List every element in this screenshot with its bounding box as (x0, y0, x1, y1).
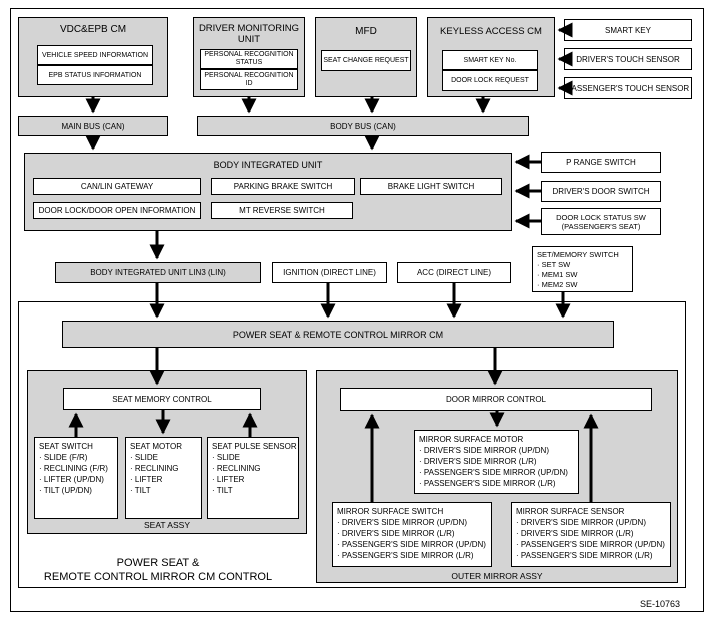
mirror-switch-item-3: · PASSENGER'S SIDE MIRROR (UP/DN) (337, 540, 486, 549)
mirror-motor-item-1: · DRIVER'S SIDE MIRROR (UP/DN) (419, 446, 549, 455)
set-sw: · SET SW (537, 260, 571, 269)
mirror-motor-title: MIRROR SURFACE MOTOR (419, 435, 524, 444)
mirror-surface-motor: MIRROR SURFACE MOTOR · DRIVER'S SIDE MIR… (414, 430, 579, 494)
ignition-direct-line: IGNITION (DIRECT LINE) (272, 262, 387, 283)
system-label-line-1: POWER SEAT & (116, 557, 200, 569)
mirror-surface-switch: MIRROR SURFACE SWITCH · DRIVER'S SIDE MI… (332, 502, 492, 567)
seat-pulse-slide: · SLIDE (212, 453, 241, 462)
mirror-switch-item-2: · DRIVER'S SIDE MIRROR (L/R) (337, 529, 455, 538)
vdc-epb-cm: VDC&EPB CM VEHICLE SPEED INFORMATION EPB… (18, 17, 168, 97)
seat-pulse-lifter: · LIFTER (212, 475, 245, 484)
figure-id: SE-10763 (640, 599, 681, 609)
mirror-motor-item-2: · DRIVER'S SIDE MIRROR (L/R) (419, 457, 537, 466)
seat-switch-slide: · SLIDE (F/R) (39, 453, 88, 462)
epb-status-info: EPB STATUS INFORMATION (37, 65, 153, 85)
seat-switch-tilt: · TILT (UP/DN) (39, 486, 92, 495)
brake-light-switch: BRAKE LIGHT SWITCH (360, 178, 502, 195)
seat-switch-reclining: · RECLINING (F/R) (39, 464, 108, 473)
can-lin-gateway: CAN/LIN GATEWAY (33, 178, 201, 195)
mirror-switch-title: MIRROR SURFACE SWITCH (337, 507, 444, 516)
biu-lin3: BODY INTEGRATED UNIT LIN3 (LIN) (55, 262, 261, 283)
diagram-frame (10, 8, 704, 612)
vdc-epb-title: VDC&EPB CM (59, 24, 127, 35)
mirror-switch-item-1: · DRIVER'S SIDE MIRROR (UP/DN) (337, 518, 467, 527)
seat-pulse-sensor: SEAT PULSE SENSOR · SLIDE · RECLINING · … (207, 437, 299, 519)
door-lock-request: DOOR LOCK REQUEST (442, 70, 538, 91)
power-seat-remote-mirror-cm: POWER SEAT & REMOTE CONTROL MIRROR CM (62, 321, 614, 348)
seat-switch-lifter: · LIFTER (UP/DN) (39, 475, 104, 484)
mirror-motor-item-3: · PASSENGER'S SIDE MIRROR (UP/DN) (419, 468, 568, 477)
driver-monitoring-unit: DRIVER MONITORING UNIT PERSONAL RECOGNIT… (193, 17, 305, 97)
biu-title: BODY INTEGRATED UNIT (213, 160, 323, 170)
passengers-touch-sensor: PASSENGER'S TOUCH SENSOR (564, 77, 692, 99)
smart-key-no: SMART KEY No. (442, 50, 538, 70)
main-bus: MAIN BUS (CAN) (18, 116, 168, 136)
mfd-title: MFD (355, 26, 377, 37)
seat-motor-slide: · SLIDE (130, 453, 159, 462)
seat-motor-lifter: · LIFTER (130, 475, 163, 484)
mirror-switch-item-4: · PASSENGER'S SIDE MIRROR (L/R) (337, 551, 474, 560)
door-lock-status-sw-label: DOOR LOCK STATUS SW (PASSENGER'S SEAT) (556, 212, 646, 231)
set-memory-title: SET/MEMORY SWITCH (537, 250, 619, 259)
personal-recognition-id: PERSONAL RECOGNITION ID (200, 69, 298, 90)
mirror-sensor-title: MIRROR SURFACE SENSOR (516, 507, 625, 516)
dmu-title: DRIVER MONITORING UNIT (198, 23, 300, 45)
mirror-sensor-item-3: · PASSENGER'S SIDE MIRROR (UP/DN) (516, 540, 665, 549)
vehicle-speed-info: VEHICLE SPEED INFORMATION (37, 45, 153, 65)
p-range-switch: P RANGE SWITCH (541, 152, 661, 173)
outer-mirror-assy-label: OUTER MIRROR ASSY (451, 571, 543, 581)
keyless-title: KEYLESS ACCESS CM (440, 26, 542, 37)
set-memory-switch: SET/MEMORY SWITCH · SET SW · MEM1 SW · M… (532, 246, 633, 292)
mfd: MFD SEAT CHANGE REQUEST (315, 17, 417, 97)
seat-memory-control: SEAT MEMORY CONTROL (63, 388, 261, 410)
mirror-surface-sensor: MIRROR SURFACE SENSOR · DRIVER'S SIDE MI… (511, 502, 671, 567)
system-label-line-2: REMOTE CONTROL MIRROR CM CONTROL (43, 571, 273, 583)
door-mirror-control: DOOR MIRROR CONTROL (340, 388, 652, 411)
mirror-sensor-item-1: · DRIVER'S SIDE MIRROR (UP/DN) (516, 518, 646, 527)
seat-motor-reclining: · RECLINING (130, 464, 179, 473)
drivers-touch-sensor: DRIVER'S TOUCH SENSOR (564, 48, 692, 70)
mirror-sensor-item-2: · DRIVER'S SIDE MIRROR (L/R) (516, 529, 634, 538)
seat-pulse-reclining: · RECLINING (212, 464, 261, 473)
acc-direct-line: ACC (DIRECT LINE) (397, 262, 511, 283)
seat-assy-label: SEAT ASSY (144, 520, 190, 530)
mem1-sw: · MEM1 SW (537, 270, 578, 279)
parking-brake-switch: PARKING BRAKE SWITCH (211, 178, 355, 195)
seat-motor-tilt: · TILT (130, 486, 151, 495)
door-lock-status-sw: DOOR LOCK STATUS SW (PASSENGER'S SEAT) (541, 208, 661, 235)
mem2-sw: · MEM2 SW (537, 280, 578, 289)
mirror-sensor-item-4: · PASSENGER'S SIDE MIRROR (L/R) (516, 551, 653, 560)
seat-switch: SEAT SWITCH · SLIDE (F/R) · RECLINING (F… (34, 437, 118, 519)
drivers-door-switch: DRIVER'S DOOR SWITCH (541, 181, 661, 202)
body-integrated-unit: BODY INTEGRATED UNIT CAN/LIN GATEWAY PAR… (24, 153, 512, 231)
seat-motor: SEAT MOTOR · SLIDE · RECLINING · LIFTER … (125, 437, 202, 519)
mt-reverse-switch: MT REVERSE SWITCH (211, 202, 353, 219)
seat-pulse-title: SEAT PULSE SENSOR (212, 442, 297, 451)
personal-recognition-status: PERSONAL RECOGNITION STATUS (200, 49, 298, 69)
seat-pulse-tilt: · TILT (212, 486, 233, 495)
seat-motor-title: SEAT MOTOR (130, 442, 183, 451)
seat-change-request: SEAT CHANGE REQUEST (321, 50, 411, 71)
system-label: POWER SEAT & REMOTE CONTROL MIRROR CM CO… (22, 556, 294, 584)
keyless-access-cm: KEYLESS ACCESS CM SMART KEY No. DOOR LOC… (427, 17, 555, 97)
body-bus: BODY BUS (CAN) (197, 116, 529, 136)
seat-switch-title: SEAT SWITCH (39, 442, 93, 451)
door-lock-door-open-info: DOOR LOCK/DOOR OPEN INFORMATION (33, 202, 201, 219)
mirror-motor-item-4: · PASSENGER'S SIDE MIRROR (L/R) (419, 479, 556, 488)
smart-key: SMART KEY (564, 19, 692, 41)
